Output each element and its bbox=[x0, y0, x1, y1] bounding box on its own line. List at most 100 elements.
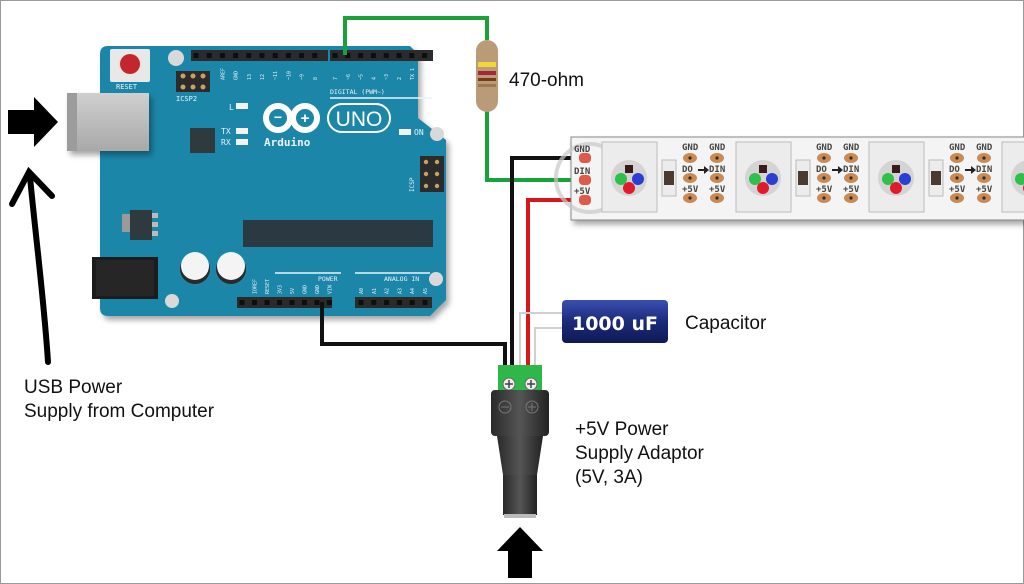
strip-pad-label: DO bbox=[816, 165, 827, 175]
led-on bbox=[399, 129, 411, 135]
arrow-up-usb-curve bbox=[9, 166, 55, 365]
digital-pin-label: GND bbox=[234, 71, 240, 80]
power-pin-label: GND bbox=[303, 285, 309, 294]
strip-input-pad-label: DIN bbox=[574, 167, 590, 177]
strip-pad-label: +5V bbox=[816, 185, 833, 195]
led-rx bbox=[236, 139, 248, 145]
green-led bbox=[1015, 173, 1024, 185]
blue-led bbox=[899, 173, 911, 185]
green-led bbox=[882, 173, 894, 185]
usb-label-line2: Supply from Computer bbox=[24, 401, 215, 422]
digital-pin-label: 13 bbox=[247, 74, 253, 80]
digital-pin-label: 8 bbox=[313, 77, 319, 80]
uno-badge bbox=[327, 103, 391, 133]
analog-pin-label: A2 bbox=[385, 288, 391, 294]
led-pixel bbox=[868, 141, 925, 213]
strip-input-pad-label: +5V bbox=[574, 187, 591, 197]
blue-led bbox=[766, 173, 778, 185]
digital-pin-label: 4 bbox=[371, 77, 377, 80]
header-pin-hole bbox=[314, 300, 320, 305]
digital-pin-label: ~10 bbox=[286, 71, 292, 80]
header-pin-hole bbox=[383, 53, 389, 58]
strip-pad-label: +5V bbox=[949, 185, 966, 195]
header-pin-hole bbox=[384, 300, 390, 305]
analog-pin-label: A5 bbox=[423, 288, 429, 294]
power-pin-label: IOREF bbox=[253, 279, 259, 294]
led-tx bbox=[236, 128, 248, 134]
strip-pad-label: DIN bbox=[843, 165, 859, 175]
header-pin-hole bbox=[327, 300, 332, 305]
header-pin-hole bbox=[312, 53, 318, 58]
strip-pad-label: GND bbox=[682, 143, 699, 153]
voltage-regulator-tab bbox=[122, 214, 130, 232]
analog-pin-label: A1 bbox=[372, 288, 378, 294]
led-rx-label: RX bbox=[221, 138, 231, 147]
data-direction-arrow-icon bbox=[965, 166, 976, 174]
psu-label-line1: +5V Power bbox=[575, 419, 669, 440]
strip-pad-label: +5V bbox=[843, 185, 860, 195]
icsp-header bbox=[420, 156, 444, 192]
strip-pad-label: GND bbox=[709, 143, 726, 153]
header-pin-hole bbox=[233, 53, 239, 58]
dc-barrel-connector bbox=[491, 365, 549, 518]
psu-label-line3: (5V, 3A) bbox=[575, 467, 643, 488]
resistor-label: 470-ohm bbox=[509, 70, 584, 91]
led-l-label: L bbox=[229, 103, 234, 112]
capacitor-value: 1000 uF bbox=[572, 313, 658, 335]
digital-pin-label: ~3 bbox=[384, 74, 390, 80]
header-pin-hole bbox=[239, 300, 245, 305]
board-pcb bbox=[100, 46, 446, 316]
strip-pad-label: GND bbox=[816, 143, 833, 153]
mounting-hole bbox=[429, 272, 443, 286]
power-pin-label: 5V bbox=[290, 288, 296, 294]
capacitor-label: Capacitor bbox=[685, 313, 767, 334]
power-pin-label: 3V3 bbox=[278, 285, 284, 294]
power-pin-label: VIN bbox=[328, 285, 334, 294]
digital-pin-label: 2 bbox=[397, 77, 403, 80]
strip-pad-label: +5V bbox=[682, 185, 699, 195]
svg-text:−: − bbox=[274, 109, 282, 125]
digital-pin-label: ~11 bbox=[273, 71, 279, 80]
arrow-up-psu bbox=[497, 527, 543, 578]
usb-chip bbox=[190, 128, 215, 153]
header-pin-hole bbox=[409, 53, 415, 58]
analog-pin-label: A3 bbox=[397, 288, 403, 294]
capacitor-1000uf: 1000 uF bbox=[562, 300, 668, 343]
data-direction-arrow-icon bbox=[698, 166, 709, 174]
led-pixel bbox=[1001, 141, 1024, 213]
header-pin-hole bbox=[285, 53, 291, 58]
digital-header-right bbox=[330, 50, 433, 61]
digital-pin-label: AREF bbox=[220, 68, 226, 80]
blue-led bbox=[632, 173, 644, 185]
header-pin-hole bbox=[371, 300, 377, 305]
digital-pin-label: RX 0 bbox=[423, 68, 429, 80]
led-l bbox=[236, 103, 248, 109]
strip-input-pad bbox=[579, 175, 591, 185]
header-pin-hole bbox=[422, 53, 428, 58]
header-pin-hole bbox=[193, 53, 199, 58]
power-pin-label: GND bbox=[315, 285, 321, 294]
mounting-hole bbox=[165, 294, 179, 308]
header-pin-hole bbox=[332, 53, 338, 58]
header-pin-hole bbox=[396, 53, 402, 58]
usb-b-connector bbox=[67, 93, 149, 151]
data-direction-arrow-icon bbox=[832, 166, 843, 174]
header-pin-hole bbox=[345, 53, 351, 58]
icsp-label: ICSP bbox=[409, 177, 416, 192]
led-tx-label: TX bbox=[221, 127, 231, 136]
digital-pin-label: ~9 bbox=[300, 74, 306, 80]
led-pixel bbox=[601, 141, 658, 213]
strip-pad-label: DO bbox=[949, 165, 960, 175]
green-led bbox=[749, 173, 761, 185]
red-led bbox=[623, 182, 635, 194]
digital-label: DIGITAL (PWM~) bbox=[330, 88, 385, 96]
arrow-right-usb bbox=[8, 97, 58, 147]
mounting-hole bbox=[430, 127, 444, 141]
microcontroller-chip bbox=[243, 220, 433, 247]
strip-pad-label: DIN bbox=[976, 165, 992, 175]
analog-pin-label: A4 bbox=[410, 288, 416, 294]
